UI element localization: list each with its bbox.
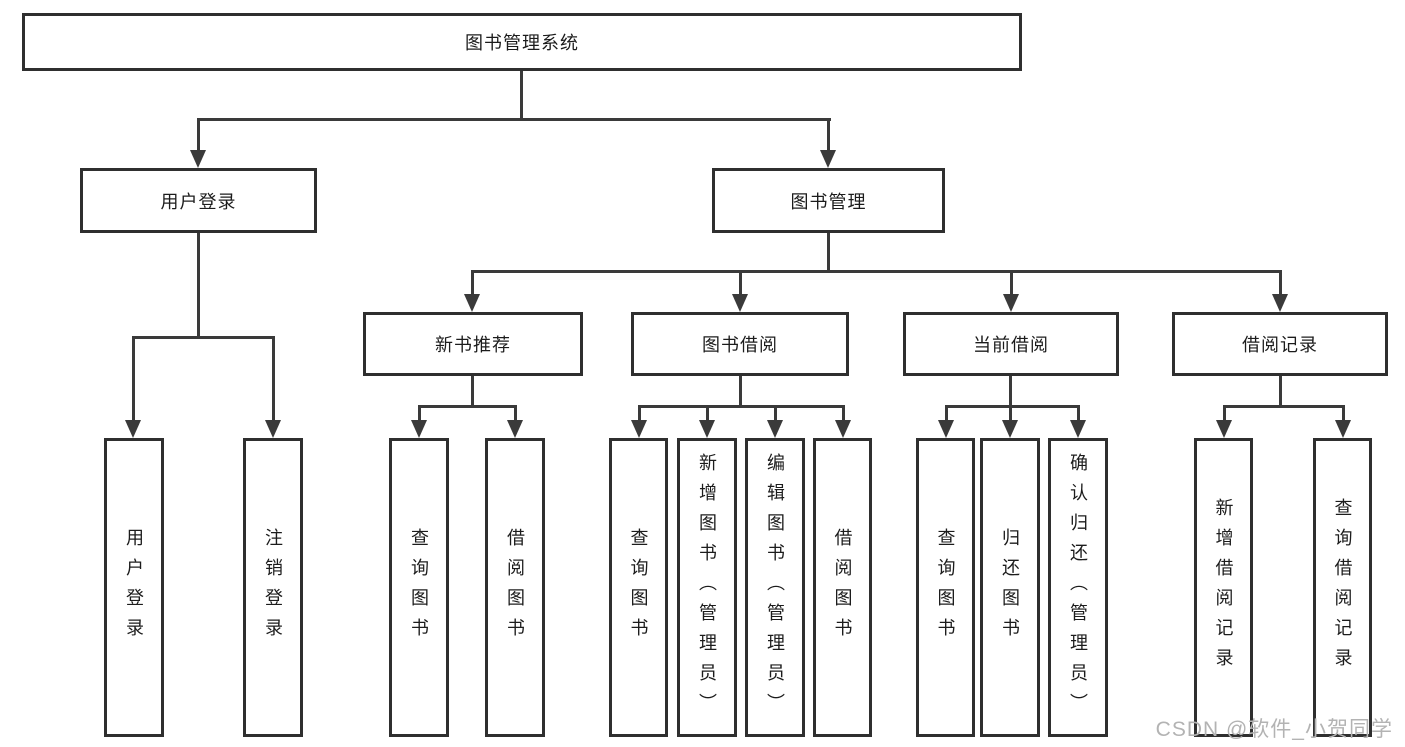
connector-line [1223, 405, 1345, 408]
connector-line [132, 336, 275, 339]
connector-line [1009, 405, 1012, 422]
leaf-borrow-book-1: 借阅图书 [485, 438, 545, 737]
arrowhead-icon [1070, 420, 1086, 438]
leaf-add-borrow-record: 新增借阅记录 [1194, 438, 1253, 737]
arrowhead-icon [631, 420, 647, 438]
arrowhead-icon [464, 294, 480, 312]
connector-line [1010, 270, 1013, 296]
arrowhead-icon [699, 420, 715, 438]
node-book-management: 图书管理 [712, 168, 945, 233]
connector-line [739, 270, 742, 296]
connector-line [842, 405, 845, 422]
node-borrow-records: 借阅记录 [1172, 312, 1388, 376]
arrowhead-icon [1002, 420, 1018, 438]
leaf-borrow-book-2: 借阅图书 [813, 438, 872, 737]
arrowhead-icon [507, 420, 523, 438]
leaf-edit-book-admin-label: 编辑图书（管理员） [765, 452, 785, 723]
connector-line [1077, 405, 1080, 422]
connector-line [1223, 405, 1226, 422]
connector-line [471, 270, 1282, 273]
node-library-system: 图书管理系统 [22, 13, 1022, 71]
leaf-query-borrow-record: 查询借阅记录 [1313, 438, 1372, 737]
leaf-logout: 注销登录 [243, 438, 303, 737]
node-user-login: 用户登录 [80, 168, 317, 233]
leaf-confirm-return-admin-label: 确认归还（管理员） [1068, 452, 1088, 723]
node-book-management-label: 图书管理 [790, 191, 867, 212]
node-library-system-label: 图书管理系统 [465, 33, 579, 53]
connector-line [827, 233, 830, 272]
leaf-borrow-book-1-label: 借阅图书 [505, 527, 525, 648]
leaf-query-book-3-label: 查询图书 [935, 527, 956, 648]
connector-line [132, 336, 135, 422]
connector-line [197, 118, 200, 154]
connector-line [197, 118, 831, 121]
connector-line [638, 405, 641, 422]
arrowhead-icon [265, 420, 281, 438]
connector-line [272, 336, 275, 422]
node-current-borrow-label: 当前借阅 [973, 335, 1049, 355]
connector-line [827, 118, 830, 154]
arrowhead-icon [1272, 294, 1288, 312]
connector-line [739, 375, 742, 407]
arrowhead-icon [767, 420, 783, 438]
arrowhead-icon [820, 150, 836, 168]
connector-line [945, 405, 948, 422]
arrowhead-icon [938, 420, 954, 438]
leaf-borrow-book-2-label: 借阅图书 [832, 527, 853, 648]
connector-line [418, 405, 421, 422]
connector-line [774, 405, 777, 422]
leaf-user-login-label: 用户登录 [124, 527, 144, 648]
connector-line [945, 405, 1080, 408]
connector-line [471, 375, 474, 407]
arrowhead-icon [1335, 420, 1351, 438]
csdn-watermark: CSDN @软件_小贺同学 [1155, 718, 1393, 741]
connector-line [1342, 405, 1345, 422]
connector-line [197, 233, 200, 336]
arrowhead-icon [1003, 294, 1019, 312]
node-current-borrow: 当前借阅 [903, 312, 1119, 376]
leaf-return-book-label: 归还图书 [1000, 527, 1020, 648]
arrowhead-icon [411, 420, 427, 438]
connector-line [1009, 375, 1012, 407]
leaf-add-book-admin: 新增图书（管理员） [677, 438, 737, 737]
node-borrow-records-label: 借阅记录 [1242, 335, 1318, 355]
arrowhead-icon [1216, 420, 1232, 438]
leaf-add-book-admin-label: 新增图书（管理员） [697, 452, 717, 723]
leaf-return-book: 归还图书 [980, 438, 1040, 737]
leaf-query-borrow-record-label: 查询借阅记录 [1332, 497, 1353, 678]
leaf-user-login: 用户登录 [104, 438, 164, 737]
node-user-login-label: 用户登录 [160, 191, 237, 212]
connector-line [471, 270, 474, 296]
arrowhead-icon [190, 150, 206, 168]
leaf-query-book-2-label: 查询图书 [628, 527, 649, 648]
leaf-query-book-2: 查询图书 [609, 438, 668, 737]
node-book-borrow-label: 图书借阅 [702, 335, 778, 355]
connector-line [1279, 270, 1282, 296]
arrowhead-icon [125, 420, 141, 438]
leaf-query-book-1-label: 查询图书 [409, 527, 429, 648]
node-new-book-recommend-label: 新书推荐 [435, 335, 511, 355]
connector-line [514, 405, 517, 422]
connector-line [1279, 375, 1282, 407]
node-book-borrow: 图书借阅 [631, 312, 849, 376]
leaf-query-book-1: 查询图书 [389, 438, 449, 737]
leaf-logout-label: 注销登录 [263, 527, 283, 648]
connector-line [520, 71, 523, 118]
arrowhead-icon [835, 420, 851, 438]
leaf-edit-book-admin: 编辑图书（管理员） [745, 438, 805, 737]
leaf-confirm-return-admin: 确认归还（管理员） [1048, 438, 1108, 737]
arrowhead-icon [732, 294, 748, 312]
leaf-query-book-3: 查询图书 [916, 438, 975, 737]
connector-line [418, 405, 517, 408]
connector-line [638, 405, 845, 408]
leaf-add-borrow-record-label: 新增借阅记录 [1213, 497, 1234, 678]
connector-line [706, 405, 709, 422]
node-new-book-recommend: 新书推荐 [363, 312, 583, 376]
